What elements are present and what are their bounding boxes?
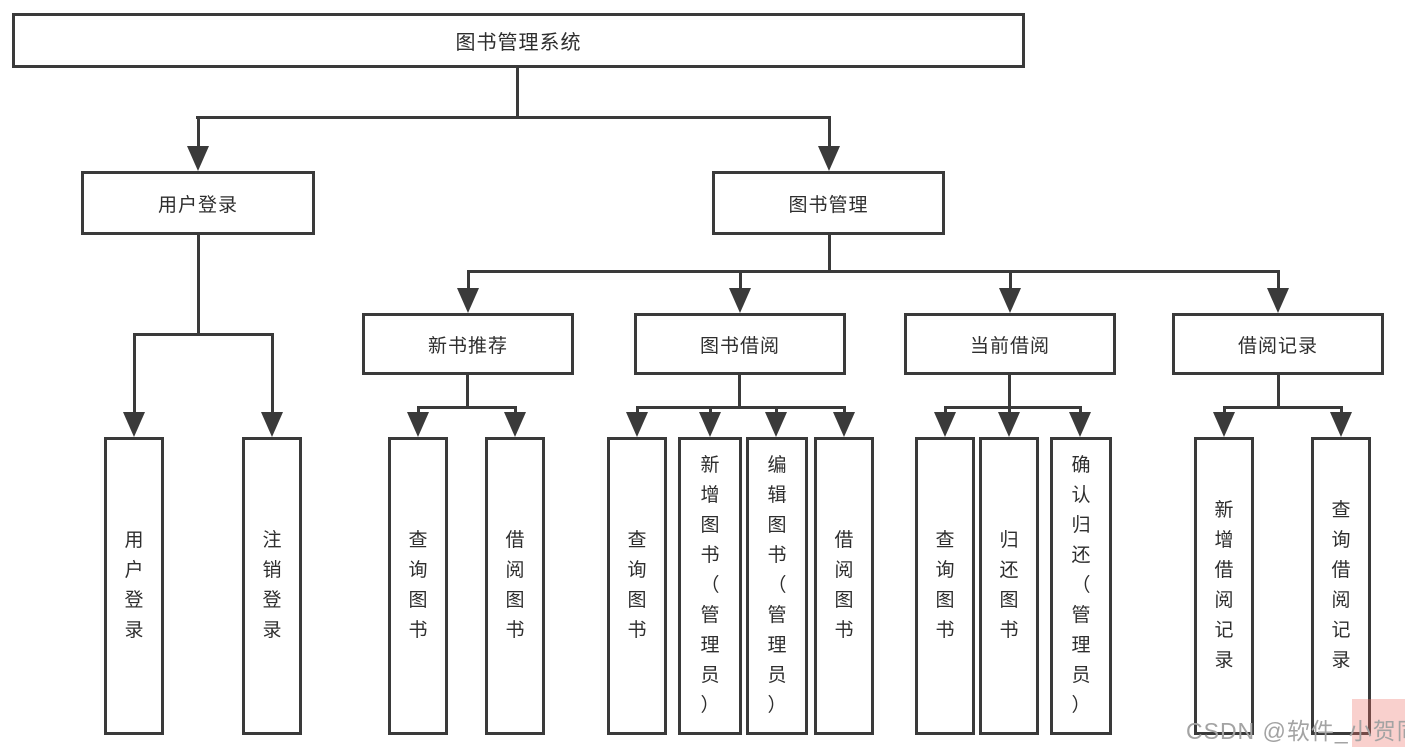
arrow-down-icon (729, 288, 751, 313)
leaf-borrow-books-2: 借阅图书 (814, 437, 874, 735)
leaf-borrow-books-1: 借阅图书 (485, 437, 545, 735)
leaf-query-books-1: 查询图书 (388, 437, 448, 735)
leaf-label: 编辑图书（管理员） (767, 455, 787, 716)
connector-line (828, 116, 831, 147)
arrow-down-icon (833, 412, 855, 437)
leaf-label: 借阅图书 (834, 530, 854, 641)
node-book-borrowing: 图书借阅 (634, 313, 846, 375)
arrow-down-icon (934, 412, 956, 437)
connector-line (1223, 406, 1343, 409)
arrow-down-icon (999, 288, 1021, 313)
arrow-down-icon (699, 412, 721, 437)
connector-line (467, 270, 470, 290)
connector-line (828, 235, 831, 273)
arrow-down-icon (765, 412, 787, 437)
node-label: 借阅记录 (1237, 335, 1318, 357)
leaf-label: 注销登录 (262, 530, 282, 641)
connector-line (1340, 406, 1343, 416)
leaf-label: 查询图书 (408, 530, 428, 641)
arrow-down-icon (818, 146, 840, 171)
leaf-label: 查询图书 (627, 530, 647, 641)
connector-line (516, 68, 519, 117)
leaf-add-books-admin: 新增图书（管理员） (678, 437, 742, 735)
watermark-highlight (1352, 699, 1405, 747)
arrow-down-icon (407, 412, 429, 437)
leaf-return-books: 归还图书 (979, 437, 1039, 735)
arrow-down-icon (1213, 412, 1235, 437)
leaf-user-login: 用户登录 (104, 437, 164, 735)
arrow-down-icon (261, 412, 283, 437)
connector-line (467, 270, 1280, 273)
leaf-label: 归还图书 (999, 530, 1019, 641)
connector-line (197, 116, 200, 147)
node-label: 用户登录 (157, 194, 238, 216)
arrow-down-icon (187, 146, 209, 171)
node-label: 图书管理系统 (455, 32, 582, 54)
leaf-label: 查询图书 (935, 530, 955, 641)
connector-line (738, 375, 741, 409)
arrow-down-icon (998, 412, 1020, 437)
connector-line (636, 406, 639, 416)
leaf-label: 新增图书（管理员） (700, 455, 720, 716)
connector-line (843, 406, 846, 416)
connector-line (1223, 406, 1226, 416)
connector-line (466, 375, 469, 409)
connector-line (636, 406, 846, 409)
arrow-down-icon (1330, 412, 1352, 437)
connector-line (417, 406, 517, 409)
node-library-management-system: 图书管理系统 (12, 13, 1025, 68)
connector-line (133, 333, 136, 412)
connector-line (133, 333, 274, 336)
arrow-down-icon (123, 412, 145, 437)
connector-line (709, 406, 712, 416)
watermark-text: CSDN @软件_小贺同学 (1186, 718, 1405, 744)
leaf-label: 借阅图书 (505, 530, 525, 641)
connector-line (417, 406, 420, 416)
arrow-down-icon (504, 412, 526, 437)
connector-line (1277, 375, 1280, 409)
connector-line (1277, 270, 1280, 290)
leaf-label: 用户登录 (124, 530, 144, 641)
leaf-confirm-return-admin: 确认归还（管理员） (1050, 437, 1112, 735)
connector-line (1008, 406, 1011, 416)
leaf-edit-books-admin: 编辑图书（管理员） (746, 437, 808, 735)
connector-line (944, 406, 947, 416)
node-label: 新书推荐 (427, 335, 508, 357)
node-current-borrowing: 当前借阅 (904, 313, 1116, 375)
node-label: 当前借阅 (969, 335, 1050, 357)
leaf-logout: 注销登录 (242, 437, 302, 735)
connector-line (1009, 270, 1012, 290)
connector-line (1008, 375, 1011, 409)
connector-line (944, 406, 1082, 409)
leaf-query-books-2: 查询图书 (607, 437, 667, 735)
connector-line (739, 270, 742, 290)
connector-line (271, 333, 274, 412)
leaf-query-borrow-record: 查询借阅记录 (1311, 437, 1371, 735)
node-label: 图书借阅 (699, 335, 780, 357)
node-borrowing-records: 借阅记录 (1172, 313, 1384, 375)
leaf-label: 确认归还（管理员） (1071, 455, 1091, 716)
node-new-book-recommend: 新书推荐 (362, 313, 574, 375)
arrow-down-icon (626, 412, 648, 437)
leaf-add-borrow-record: 新增借阅记录 (1194, 437, 1254, 735)
leaf-label: 新增借阅记录 (1214, 500, 1234, 671)
arrow-down-icon (1069, 412, 1091, 437)
connector-line (775, 406, 778, 416)
node-label: 图书管理 (788, 194, 869, 216)
connector-line (196, 116, 831, 119)
connector-line (1079, 406, 1082, 416)
arrow-down-icon (457, 288, 479, 313)
node-user-login: 用户登录 (81, 171, 315, 235)
node-book-management: 图书管理 (712, 171, 945, 235)
connector-line (197, 235, 200, 336)
arrow-down-icon (1267, 288, 1289, 313)
leaf-query-books-3: 查询图书 (915, 437, 975, 735)
connector-line (514, 406, 517, 416)
leaf-label: 查询借阅记录 (1331, 500, 1351, 671)
